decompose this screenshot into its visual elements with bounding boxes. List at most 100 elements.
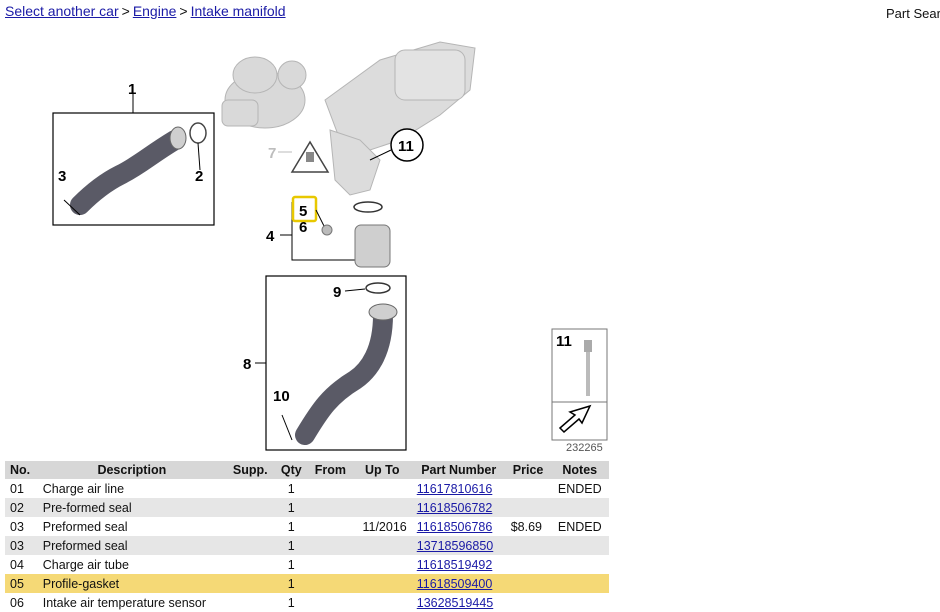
cell-price: [505, 593, 551, 612]
cell-no: 05: [5, 574, 38, 593]
turbocharger-illustration: [221, 56, 307, 129]
seal-9-ring: [365, 282, 391, 294]
cell-supp: [225, 555, 275, 574]
part-search-link[interactable]: Part Search: [886, 6, 940, 21]
part-number-link[interactable]: 11618506786: [416, 519, 493, 534]
table-row[interactable]: 06 Intake air temperature sensor 1 13628…: [5, 593, 609, 612]
table-row[interactable]: 04 Charge air tube 1 11618519492: [5, 555, 609, 574]
cell-price: $8.69: [505, 517, 551, 536]
cell-notes: ENDED: [550, 479, 609, 498]
cell-no: 06: [5, 593, 38, 612]
cell-no: 03: [5, 536, 38, 555]
breadcrumb: Select another car>Engine>Intake manifol…: [5, 3, 286, 19]
leader-9: [344, 288, 366, 292]
charge-air-tube-hose-8: [295, 305, 393, 445]
callout-1: 1: [128, 81, 136, 98]
cell-description: Preformed seal: [37, 517, 226, 536]
col-header-qty: Qty: [274, 461, 309, 479]
callout-6: 6: [299, 219, 307, 236]
part-number-link[interactable]: 13628519445: [416, 595, 494, 610]
cell-description: Pre-formed seal: [37, 498, 226, 517]
breadcrumb-separator: >: [121, 3, 130, 19]
hose-8-end: [368, 303, 398, 321]
cell-part-number: 13628519445: [411, 593, 506, 612]
cell-from: [308, 479, 353, 498]
table-row-selected[interactable]: 05 Profile-gasket 1 11618509400: [5, 574, 609, 593]
part-number-link[interactable]: 13718596850: [416, 538, 494, 553]
col-header-no: No.: [5, 461, 38, 479]
part-number-link[interactable]: 11618506782: [416, 500, 493, 515]
cell-no: 02: [5, 498, 38, 517]
leader-3: [63, 199, 81, 216]
intake-manifold-illustration: [324, 41, 476, 196]
breadcrumb-select-car-link[interactable]: Select another car: [5, 3, 119, 19]
callout-3: 3: [58, 168, 66, 185]
cell-up-to: [352, 555, 412, 574]
table-row[interactable]: 02 Pre-formed seal 1 11618506782: [5, 498, 609, 517]
cell-from: [308, 498, 353, 517]
cell-qty: 1: [274, 555, 309, 574]
leader-5: [315, 209, 326, 229]
callout-10: 10: [273, 388, 290, 405]
cell-up-to: [352, 498, 412, 517]
cell-up-to: [352, 479, 412, 498]
cell-from: [308, 574, 353, 593]
table-row[interactable]: 03 Preformed seal 1 13718596850: [5, 536, 609, 555]
part-number-link[interactable]: 11618509400: [416, 576, 493, 591]
cell-part-number: 11618506782: [411, 498, 506, 517]
col-header-from: From: [308, 461, 353, 479]
callout-8: 8: [243, 356, 251, 373]
cell-no: 01: [5, 479, 38, 498]
diagram-reference-number: 232265: [566, 442, 603, 454]
bracket-4: [291, 202, 355, 261]
cell-notes: [550, 536, 609, 555]
sensor-7-illustration: [306, 152, 314, 162]
inset-callout-11: 11: [556, 333, 572, 350]
callout-11-circle: [390, 128, 424, 162]
table-header-row: No. Description Supp. Qty From Up To Par…: [5, 461, 609, 479]
cell-from: [308, 536, 353, 555]
cell-no: 04: [5, 555, 38, 574]
sensor-6: [321, 224, 333, 236]
breadcrumb-separator: >: [179, 3, 188, 19]
inset-footer-box: [551, 401, 608, 441]
callout-4: 4: [266, 228, 275, 245]
parts-diagram: 1 2 3 4 5 6 7 8 9 10 11 11 232265: [52, 41, 608, 454]
cell-qty: 1: [274, 498, 309, 517]
cell-description: Charge air tube: [37, 555, 226, 574]
cell-from: [308, 555, 353, 574]
cell-description: Charge air line: [37, 479, 226, 498]
breadcrumb-engine-link[interactable]: Engine: [132, 3, 177, 19]
cell-description: Preformed seal: [37, 536, 226, 555]
cell-supp: [225, 536, 275, 555]
charge-air-line-hose-1: [70, 130, 185, 215]
breadcrumb-intake-link[interactable]: Intake manifold: [190, 3, 286, 19]
callout-7: 7: [268, 145, 276, 162]
arrow-icon: [558, 404, 592, 434]
cell-from: [308, 593, 353, 612]
cell-supp: [225, 498, 275, 517]
cell-supp: [225, 593, 275, 612]
part-number-link[interactable]: 11617810616: [416, 481, 493, 496]
cell-part-number: 11618506786: [411, 517, 506, 536]
cell-part-number: 11618519492: [411, 555, 506, 574]
cell-part-number: 11618509400: [411, 574, 506, 593]
cell-up-to: [352, 593, 412, 612]
cell-qty: 1: [274, 536, 309, 555]
charge-air-tube-4: [354, 224, 391, 268]
cell-part-number: 11617810616: [411, 479, 506, 498]
cell-up-to: [352, 536, 412, 555]
cell-notes: ENDED: [550, 517, 609, 536]
part-number-link[interactable]: 11618519492: [416, 557, 493, 572]
cell-price: [505, 479, 551, 498]
cell-description: Profile-gasket: [37, 574, 226, 593]
table-row[interactable]: 01 Charge air line 1 11617810616 ENDED: [5, 479, 609, 498]
callout-5: 5: [299, 203, 307, 220]
table-row[interactable]: 03 Preformed seal 1 11/2016 11618506786 …: [5, 517, 609, 536]
cell-description: Intake air temperature sensor: [37, 593, 226, 612]
bolt-11-head: [584, 340, 592, 352]
col-header-price: Price: [505, 461, 551, 479]
cell-price: [505, 498, 551, 517]
cell-up-to: 11/2016: [352, 517, 412, 536]
cell-no: 03: [5, 517, 38, 536]
